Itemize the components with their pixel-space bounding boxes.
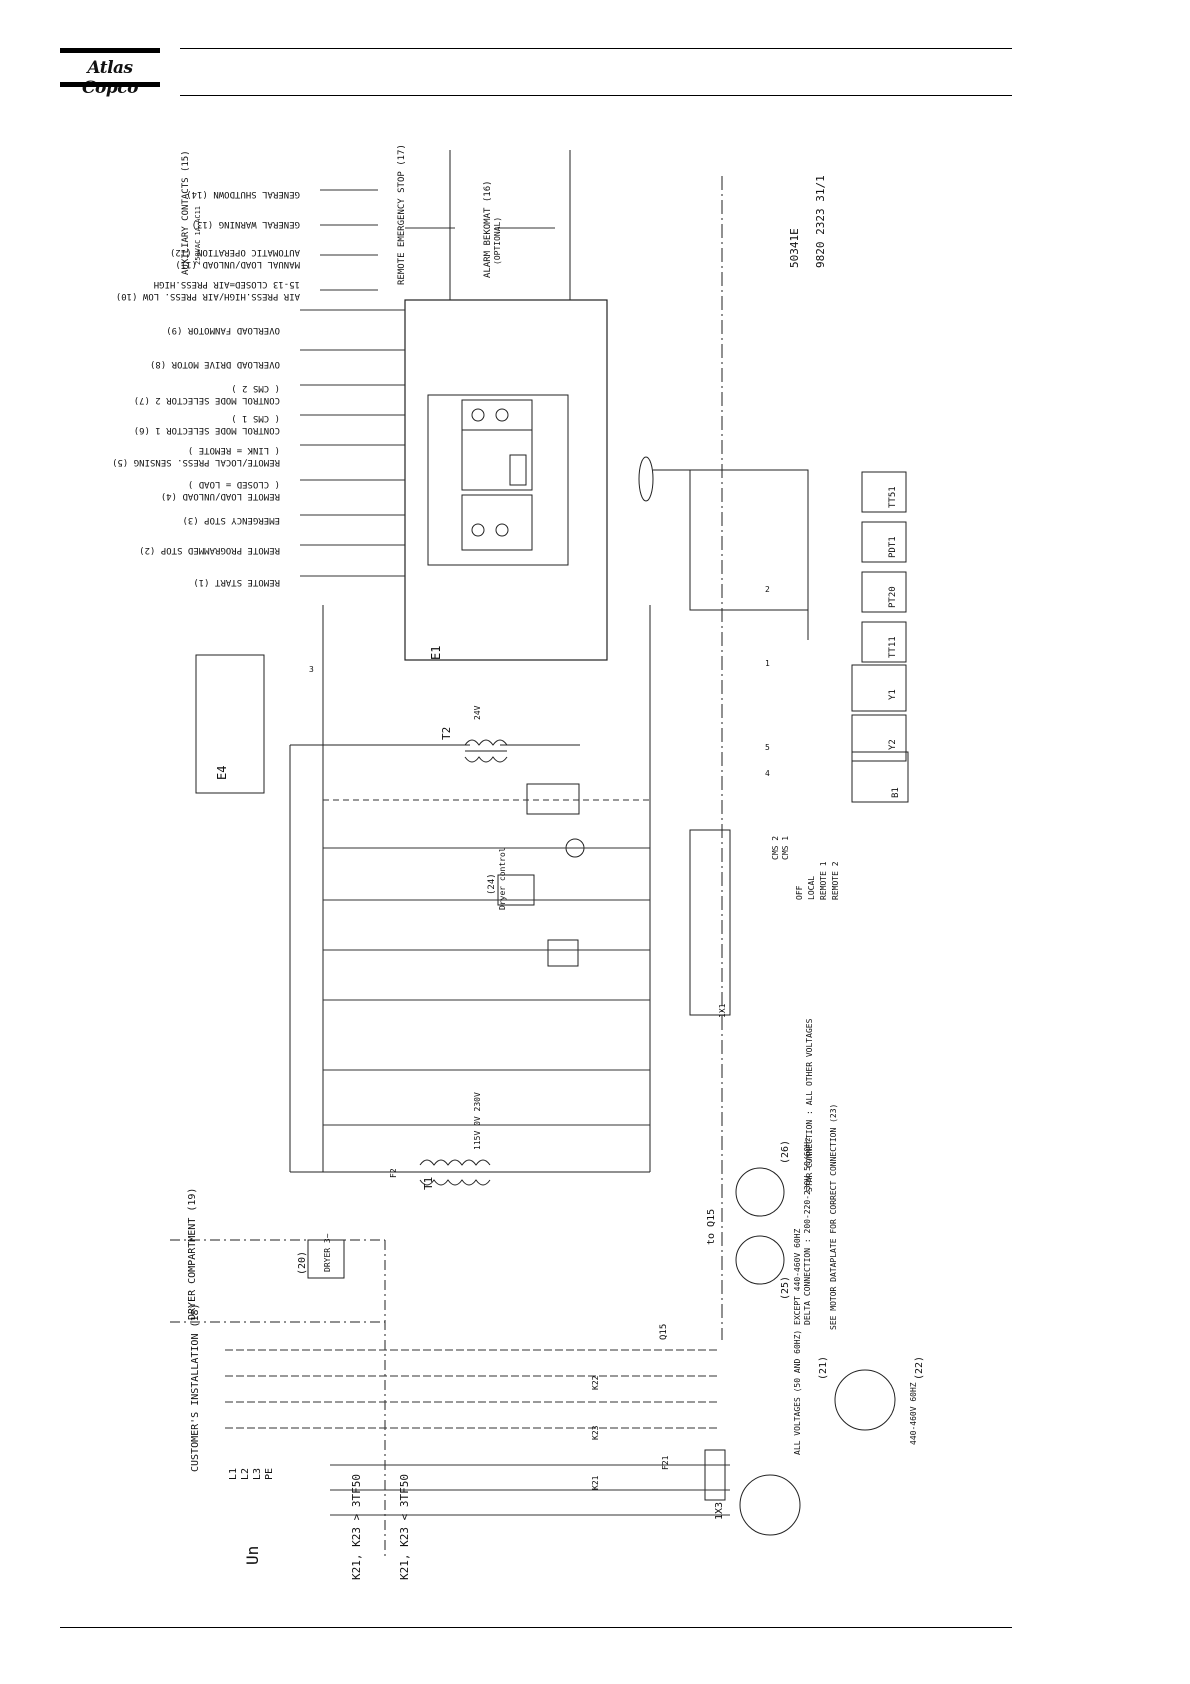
controller-e1: E1 (429, 646, 443, 660)
input-cms1-sub: ( CMS 1 ) (231, 413, 280, 423)
alarm-optional: (OPTIONAL) (493, 217, 502, 265)
phase-pe: PE (264, 1468, 275, 1480)
atlas-copco-logo: Atlas Copco (60, 48, 160, 98)
transformer-t2: T2 (440, 727, 453, 740)
cms-header-1: CMS 1 (781, 836, 790, 860)
input-remote-local-press: REMOTE/LOCAL PRESS. SENSING (5) (112, 457, 280, 467)
input-cms2-sub: ( CMS 2 ) (231, 383, 280, 393)
dryer-box: DRYER 3~ (323, 1233, 332, 1272)
t2-voltage: 24V (473, 705, 482, 720)
transformer-t1: T1 (422, 1177, 435, 1190)
motor-dataplate: SEE MOTOR DATAPLATE FOR CORRECT CONNECTI… (829, 1104, 838, 1330)
k21-k23-lt: K21, K23 < 3TF50 (398, 1474, 411, 1580)
motor-m2-delta-ref: (25) (780, 1276, 791, 1300)
dryer-ref: (20) (297, 1251, 308, 1275)
aux-manual-load: MANUAL LOAD/UNLOAD (11) (175, 259, 300, 269)
input-remote-programmed-stop: REMOTE PROGRAMMED STOP (2) (139, 545, 280, 555)
contactor-k21: K21 (591, 1475, 600, 1490)
alarm-bekomat: ALARM BEKOMAT (16) (483, 180, 493, 278)
cms-table: CMS 1 CMS 2 OFF LOCAL REMOTE 1 REMOTE 2 (771, 836, 840, 900)
cable-ref-2: 2 (765, 585, 770, 594)
valve-y1: Y1 (888, 689, 898, 700)
contactor-k22: K22 (591, 1375, 600, 1390)
valve-y2: Y2 (888, 739, 898, 750)
motor-m1b-ref: (22) (914, 1356, 925, 1380)
air-press-sub: 15-13 CLOSED=AIR PRESS.HIGH (154, 279, 300, 289)
input-link-remote: ( LINK = REMOTE ) (188, 445, 280, 455)
customer-installation: CUSTOMER'S INSTALLATION (18) (190, 1303, 201, 1472)
terminal-1x3: 1X3 (714, 1502, 725, 1520)
cable-ref-1: 1 (765, 659, 770, 668)
cms-row-remote1: REMOTE 1 (819, 861, 828, 900)
sensor-tt51: TT51 (888, 486, 898, 508)
cable-ref-4: 4 (765, 769, 770, 778)
cms-row-remote2: REMOTE 2 (831, 861, 840, 900)
dryer-control-ref: (24) (487, 873, 497, 895)
cable-ref-3: 3 (309, 665, 314, 674)
fuse-f21: F21 (661, 1455, 670, 1470)
cable-ref-5: 5 (765, 743, 770, 752)
cms-header-2: CMS 2 (771, 836, 780, 860)
motor-m2-star-ref: (26) (780, 1140, 791, 1164)
terminal-1x1: 1X1 (718, 1003, 727, 1018)
motor-m1b-note: 440-460V 60HZ (909, 1382, 918, 1445)
motor-m1-note: ALL VOLTAGES (50 AND 60HZ) EXCEPT 440-46… (793, 1228, 802, 1455)
phase-l3: L3 (252, 1468, 263, 1480)
q15: Q15 (659, 1324, 669, 1340)
phase-l1: L1 (228, 1468, 239, 1480)
header-rule-bottom (180, 95, 1012, 96)
input-closed-load: ( CLOSED = LOAD ) (188, 479, 280, 489)
cms-row-off: OFF (795, 885, 804, 900)
aux-automatic-operation: AUTOMATIC OPERATION (12) (170, 247, 300, 257)
sheet-code: 50341E (788, 228, 801, 268)
input-overload-fan: OVERLOAD FANMOTOR (9) (166, 325, 280, 335)
module-e4: E4 (215, 766, 229, 780)
motor-m2-delta-note: DELTA CONNECTION : 200-220-230V 50/60Hz (803, 1137, 812, 1325)
motor-m1-ref: (21) (818, 1356, 829, 1380)
input-cms2: CONTROL MODE SELECTOR 2 (7) (134, 395, 280, 405)
doc-number: 9820 2323 31/1 (814, 175, 827, 268)
motor-m2-star-note: STAR CONNECTION : ALL OTHER VOLTAGES (805, 1018, 814, 1192)
aux-contacts: AUXILIARY CONTACTS (15) (181, 150, 191, 275)
footer-rule (60, 1627, 1012, 1628)
sensor-pt20: PT20 (888, 586, 898, 608)
input-remote-load-unload: REMOTE LOAD/UNLOAD (4) (161, 491, 280, 501)
aux-rating: 250VAC 1A AC11 (194, 206, 202, 265)
k21-k23-gt: K21, K23 > 3TF50 (350, 1474, 363, 1580)
input-overload-drive: OVERLOAD DRIVE MOTOR (8) (150, 359, 280, 369)
remote-estop: REMOTE EMERGENCY STOP (17) (397, 144, 407, 285)
contactor-k23: K23 (591, 1425, 600, 1440)
air-press-label: AIR PRESS.HIGH/AIR PRESS. LOW (10) (116, 291, 300, 301)
aux-general-shutdown: GENERAL SHUTDOWN (14) (186, 189, 300, 199)
dryer-control: Dryer control (498, 847, 507, 910)
t1-voltages: 115V 0V 230V (473, 1092, 482, 1150)
sensor-pdt1: PDT1 (888, 536, 898, 558)
dryer-compartment: DRYER COMPARTMENT (19) (187, 1188, 198, 1320)
input-emergency-stop: EMERGENCY STOP (3) (182, 515, 280, 525)
sensor-tt11: TT11 (888, 636, 898, 658)
cms-row-local: LOCAL (807, 876, 816, 900)
to-q15: to Q15 (706, 1209, 717, 1245)
valve-b1: B1 (891, 787, 901, 798)
input-cms1: CONTROL MODE SELECTOR 1 (6) (134, 425, 280, 435)
phase-l2: L2 (240, 1468, 251, 1480)
input-remote-start: REMOTE START (1) (193, 577, 280, 587)
aux-general-warning: GENERAL WARNING (13) (192, 219, 300, 229)
un-label: Un (243, 1546, 262, 1565)
fuse-f2: F2 (389, 1168, 398, 1178)
header-rule-top (180, 48, 1012, 49)
